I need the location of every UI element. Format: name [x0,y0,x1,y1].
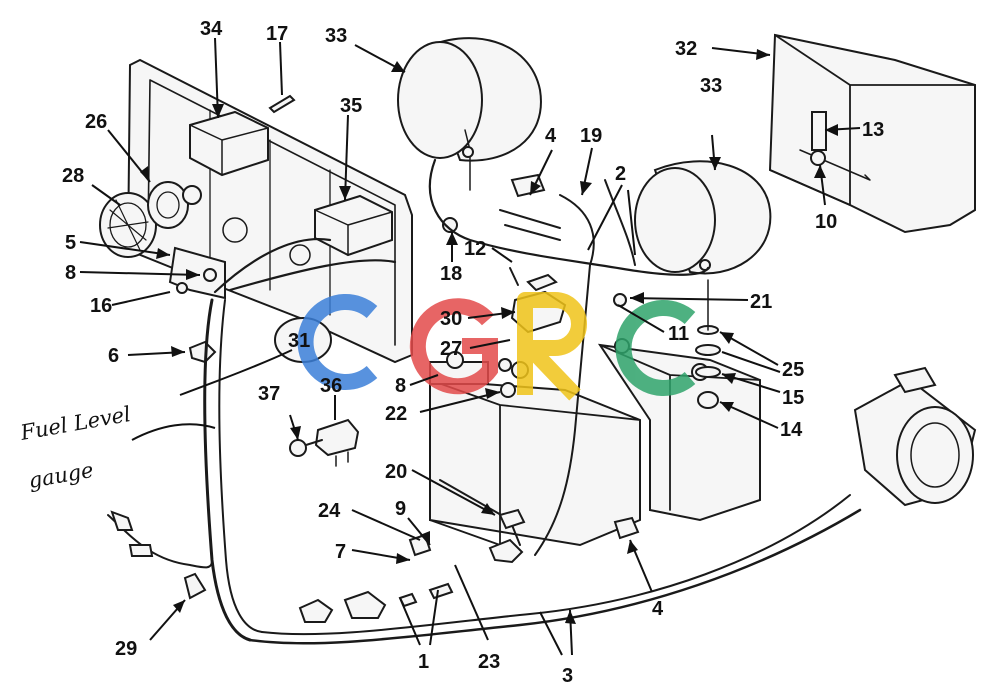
callout-25: 25 [782,359,804,381]
callout-31: 31 [288,330,310,352]
callout-17: 17 [266,23,288,45]
callout-13: 13 [862,119,884,141]
leader-lines [79,37,861,656]
watermark-logo [297,292,696,401]
callout-20: 20 [385,461,407,483]
connector-6 [188,340,217,364]
callout-33-lower: 33 [700,75,722,97]
note-line-2: gauge [27,458,96,493]
callout-35: 35 [340,95,362,117]
callout-8-left: 8 [65,262,76,284]
small-parts-center [442,173,627,398]
knob-37 [289,439,323,457]
callout-12: 12 [464,238,486,260]
callout-19: 19 [580,125,602,147]
callout-34: 34 [200,18,223,40]
callout-10: 10 [815,211,837,233]
callout-27: 27 [440,338,462,360]
callout-29: 29 [115,638,137,660]
callout-33-upper: 33 [325,25,347,47]
callout-9: 9 [395,498,406,520]
callout-8-center: 8 [395,375,406,397]
switch-36 [314,418,360,467]
callout-7: 7 [335,541,346,563]
callout-18: 18 [440,263,462,285]
callout-22: 22 [385,403,407,425]
note-line-1: Fuel Level [18,402,133,445]
headlamp-33-upper [397,37,542,191]
relay-34 [189,110,269,177]
callout-28: 28 [62,165,84,187]
spot-lamp-right [853,366,977,507]
callout-14: 14 [780,419,803,441]
callout-23: 23 [478,651,500,673]
handwritten-note: Fuel Level gauge [18,402,133,493]
callout-16: 16 [90,295,112,317]
relay-35 [314,194,393,257]
callout-labels: 34 17 33 35 26 28 5 8 16 6 31 36 37 4 19… [62,18,884,687]
callout-36: 36 [320,375,342,397]
harness-connectors [110,508,640,623]
arrowheads [140,49,838,624]
bracket-5-8-16 [168,246,226,300]
callout-24: 24 [318,500,341,522]
callout-30: 30 [440,308,462,330]
callout-6: 6 [108,345,119,367]
terminal-stack-25-15-14 [695,279,721,409]
callout-26: 26 [85,111,107,133]
gauge-28 [99,192,157,258]
pin-17 [268,94,296,114]
callout-32: 32 [675,38,697,60]
callout-4-lower: 4 [652,598,664,620]
callout-1: 1 [418,651,429,673]
callout-37: 37 [258,383,280,405]
callout-3: 3 [562,665,573,687]
headlamp-33-lower [634,160,772,275]
gauge-26 [147,181,202,229]
callout-11: 11 [668,323,689,345]
callout-4-upper: 4 [545,125,557,147]
callout-15: 15 [782,387,804,409]
callout-5: 5 [65,232,76,254]
callout-2: 2 [615,163,626,185]
wiring-harness [107,158,862,645]
callout-21: 21 [750,291,772,313]
